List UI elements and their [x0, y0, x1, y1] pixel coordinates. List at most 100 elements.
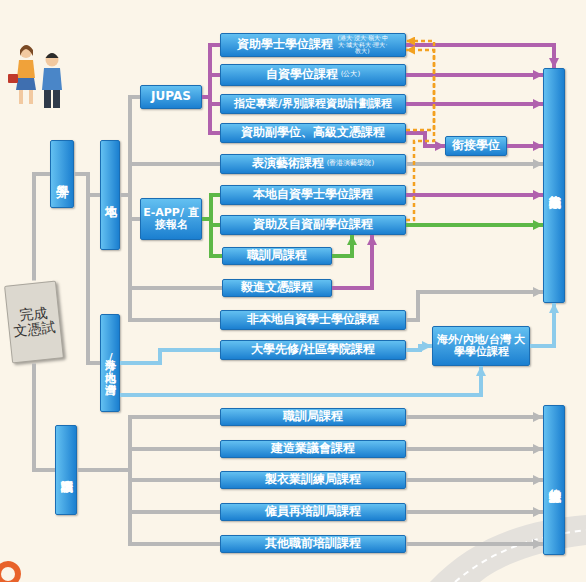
flow-connector — [406, 447, 543, 451]
start-box: 完成 文憑試 — [4, 280, 64, 363]
process-box: 資助學士學位課程(港大‧浸大‧嶺大‧中大‧城大‧科大‧理大‧教大) — [220, 33, 406, 57]
process-box: 製衣業訓練局課程 — [220, 471, 406, 489]
process-box: 大學先修/社區學院課程 — [220, 340, 406, 360]
flow-connector — [120, 97, 140, 195]
flow-connector — [202, 219, 222, 256]
person-hair — [20, 45, 33, 56]
flow-connector — [406, 510, 543, 514]
flow-connector — [120, 195, 140, 219]
process-box: 指定專業/界別課程資助計劃課程 — [220, 94, 406, 114]
flow-connector — [202, 45, 220, 97]
process-box: E-APP/ 直接報名 — [140, 198, 202, 240]
flow-connector — [120, 164, 220, 195]
flow-connector — [77, 470, 220, 512]
flow-connector — [202, 195, 220, 219]
process-box: 持續進修或投身社會 — [543, 405, 565, 555]
process-box: 職訓局課程 — [220, 408, 406, 426]
flow-connector — [406, 41, 434, 130]
flow-connector — [202, 97, 220, 133]
flow-connector — [34, 364, 55, 470]
person-leg — [53, 90, 60, 108]
box-label: 非本地自資學士學位課程 — [247, 313, 379, 326]
box-label: 職訓局課程 — [247, 249, 307, 262]
person-shirt — [17, 60, 35, 78]
person-leg — [29, 90, 33, 104]
flow-connector — [406, 102, 543, 106]
corner-dot — [0, 561, 21, 582]
person-shirt — [42, 68, 62, 90]
flow-connector — [406, 73, 543, 77]
box-label: 毅進文憑課程 — [241, 281, 313, 294]
box-note: (香港演藝學院) — [327, 160, 374, 168]
flow-connector — [406, 50, 434, 220]
flow-connector — [77, 470, 220, 480]
box-label: 職訓局課程 — [283, 410, 343, 423]
process-box: 本地自資學士學位課程 — [220, 185, 406, 205]
flow-connector — [202, 97, 220, 104]
flow-connector — [74, 174, 100, 195]
flow-connector — [507, 144, 543, 148]
process-box: 學位或專業資格 — [543, 68, 565, 303]
flow-connector — [120, 195, 220, 320]
process-box: 銜接學位 — [445, 136, 507, 156]
people-illustration — [8, 45, 62, 108]
flow-connector — [202, 75, 220, 97]
process-box: 本地 — [100, 140, 120, 250]
box-label: 指定專業/界別課程資助計劃課程 — [234, 98, 392, 110]
box-label: JUPAS — [151, 90, 191, 103]
process-box: JUPAS — [140, 85, 202, 109]
flow-connector — [406, 415, 543, 419]
process-box: 海外/內地/台灣 大學學位課程 — [432, 326, 530, 366]
flow-connector — [120, 366, 481, 395]
box-label: E-APP/ 直接報名 — [143, 207, 199, 231]
process-box: 海外/內地/台灣 — [100, 314, 120, 412]
flow-connector — [406, 45, 554, 68]
process-box: 毅進文憑課程 — [222, 279, 332, 297]
box-label: 銜接學位 — [452, 139, 500, 152]
person-bag — [8, 74, 18, 83]
box-note: (公大) — [341, 71, 360, 79]
flow-connector — [332, 235, 372, 288]
flow-connector — [77, 449, 220, 470]
flow-connector — [74, 174, 100, 363]
person-leg — [19, 90, 23, 104]
process-box: 職訓局課程 — [222, 247, 332, 265]
box-label: 建造業議會課程 — [271, 442, 355, 455]
flow-connector — [332, 235, 352, 256]
flow-connector — [406, 542, 543, 546]
flow-connector — [406, 162, 543, 166]
box-label: 本地自資學士學位課程 — [253, 188, 373, 201]
flow-connector — [406, 223, 543, 227]
flow-connector — [202, 219, 220, 225]
flow-connector — [77, 470, 220, 544]
process-box: 其他職前培訓課程 — [220, 535, 406, 553]
flow-connector — [406, 133, 445, 146]
box-label: 資助學士學位課程 — [237, 38, 333, 51]
process-box: 資助副學位、高級文憑課程 — [220, 123, 406, 143]
flow-connector — [120, 350, 220, 363]
person-hair — [46, 53, 59, 58]
process-box: 僱員再培訓局課程 — [220, 503, 406, 521]
box-label: 表演藝術課程 — [252, 157, 324, 170]
box-label: 製衣業訓練局課程 — [265, 473, 361, 486]
person-head — [46, 54, 59, 67]
box-label: 大學先修/社區學院課程 — [251, 343, 375, 356]
process-box: 自資學位課程(公大) — [220, 64, 406, 86]
road-marking — [455, 530, 586, 582]
flow-connector — [406, 346, 432, 350]
flow-connector — [406, 292, 543, 320]
box-label: 自資學位課程 — [266, 68, 338, 81]
box-note: (港大‧浸大‧嶺大‧中大‧城大‧科大‧理大‧教大) — [336, 35, 390, 55]
process-box: 建造業議會課程 — [220, 440, 406, 458]
process-box: 表演藝術課程(香港演藝學院) — [220, 154, 406, 174]
box-label: 其他職前培訓課程 — [265, 537, 361, 550]
box-label: 資助及自資副學位課程 — [253, 218, 373, 231]
box-label: 海外/內地/台灣 — [104, 351, 116, 375]
flow-connector — [406, 193, 543, 197]
person-leg — [44, 90, 51, 108]
person-head — [20, 46, 32, 58]
flow-connector — [530, 303, 554, 346]
flow-connector — [77, 417, 220, 470]
